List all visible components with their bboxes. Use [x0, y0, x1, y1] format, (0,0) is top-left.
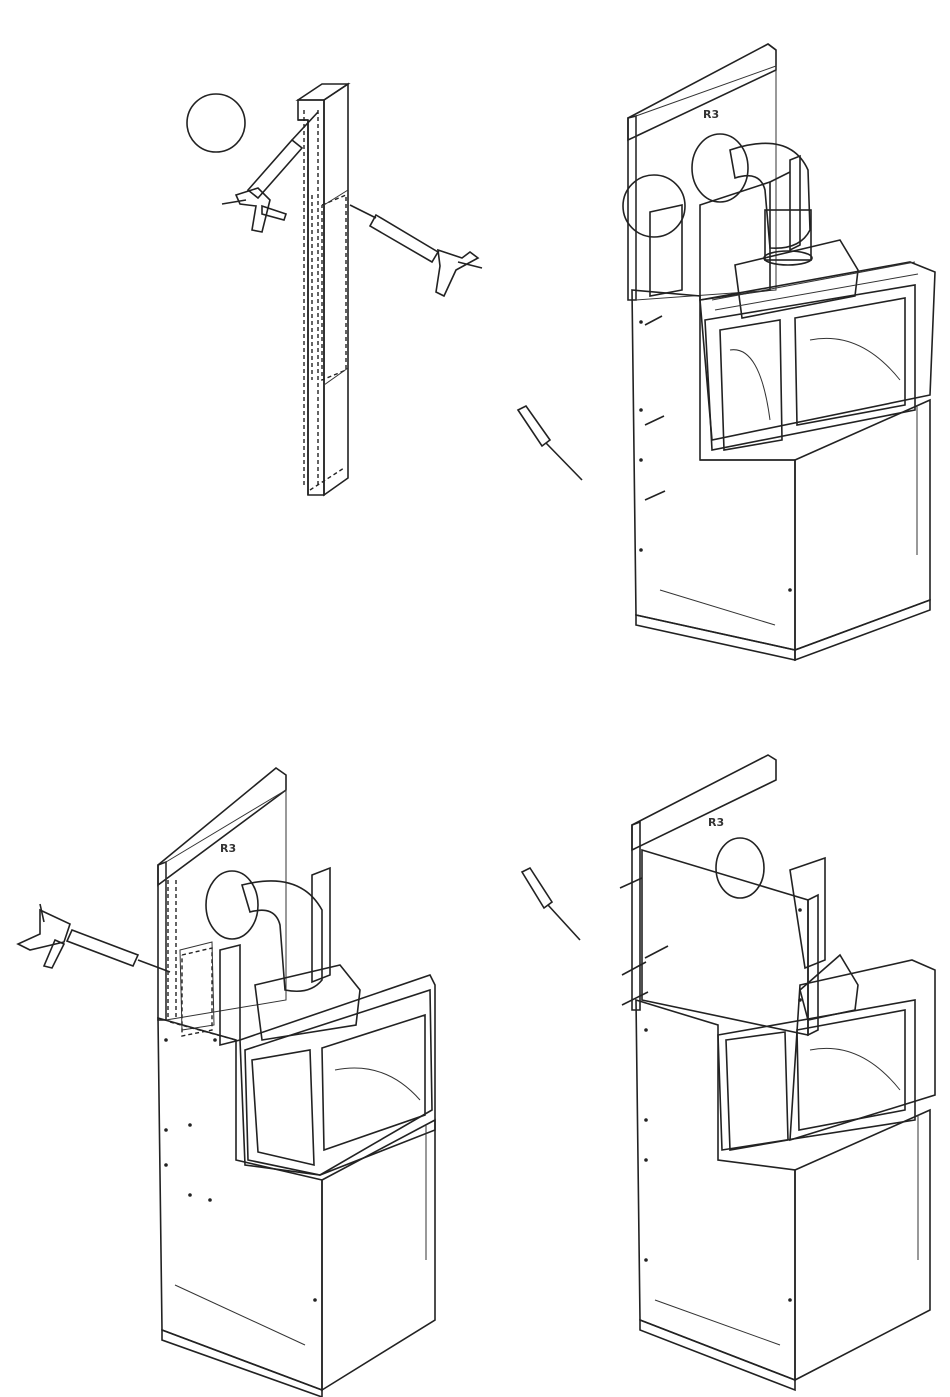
screwdriver-icon: [518, 406, 582, 480]
panel-label: R3: [708, 816, 724, 829]
panel-label: R3: [703, 108, 719, 121]
panel-label: R3: [220, 842, 236, 855]
step-3-sealant-insulation: R3: [18, 768, 435, 1397]
step-2-insulation: R3: [518, 44, 935, 660]
screw-icon: [620, 878, 668, 1005]
screw-icon: [645, 316, 665, 500]
back-panel: [632, 755, 776, 850]
caulk-gun-icon: [18, 904, 170, 972]
back-panel: [158, 768, 286, 885]
step-4-cover-panel: R3: [522, 755, 935, 1390]
insulation-block: [650, 205, 682, 296]
vertical-post: [298, 84, 348, 495]
caulk-gun-icon: [222, 112, 318, 232]
flue-pipe: [692, 134, 812, 265]
screwdriver-icon: [522, 868, 580, 940]
step-1-sealant-post: [187, 84, 482, 495]
detail-circle-icon: [187, 94, 245, 152]
cover-panel: [642, 850, 808, 1035]
stove-body: [700, 240, 935, 450]
caulk-gun-icon: [350, 205, 482, 296]
